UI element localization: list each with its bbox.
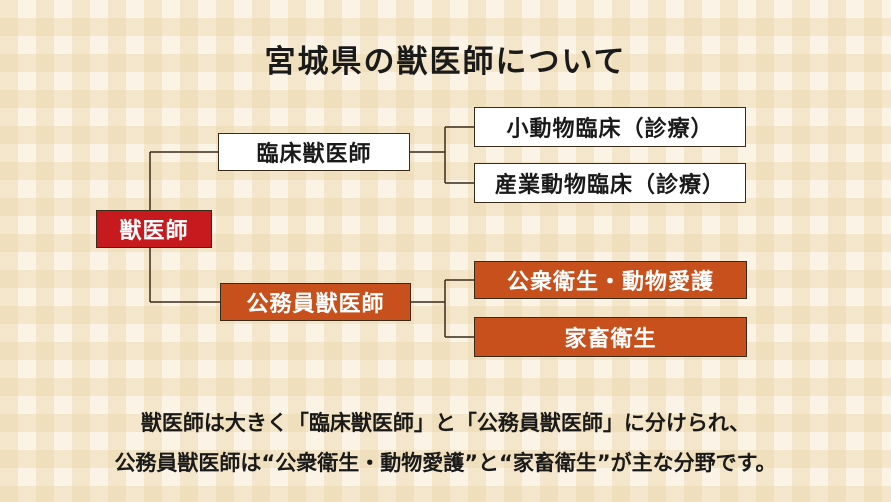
branch-node-public: 公務員獣医師	[220, 283, 411, 321]
leaf-node-livestock-health: 家畜衛生	[474, 317, 747, 357]
page-title: 宮城県の獣医師について	[264, 44, 627, 80]
leaf-node-label: 小動物臨床（診療）	[506, 117, 714, 142]
root-node-label: 獣医師	[119, 219, 189, 244]
leaf-node-public-health: 公衆衛生・動物愛護	[474, 261, 747, 299]
root-node-veterinarian: 獣医師	[96, 210, 212, 248]
branch-node-label: 公務員獣医師	[246, 292, 385, 317]
leaf-node-small-animal: 小動物臨床（診療）	[474, 107, 746, 147]
leaf-node-label: 公衆衛生・動物愛護	[506, 270, 714, 295]
leaf-node-label: 家畜衛生	[564, 327, 657, 352]
leaf-node-industrial-animal: 産業動物臨床（診療）	[474, 163, 746, 203]
leaf-node-label: 産業動物臨床（診療）	[494, 173, 725, 198]
branch-node-label: 臨床獣医師	[256, 142, 372, 167]
branch-node-clinical: 臨床獣医師	[218, 133, 410, 171]
caption-line-1: 獣医師は大きく「臨床獣医師」と「公務員獣医師」に分けられ、	[140, 411, 751, 435]
caption-line-2: 公務員獣医師は“公衆衛生・動物愛護”と“家畜衛生”が主な分野です。	[114, 451, 777, 475]
